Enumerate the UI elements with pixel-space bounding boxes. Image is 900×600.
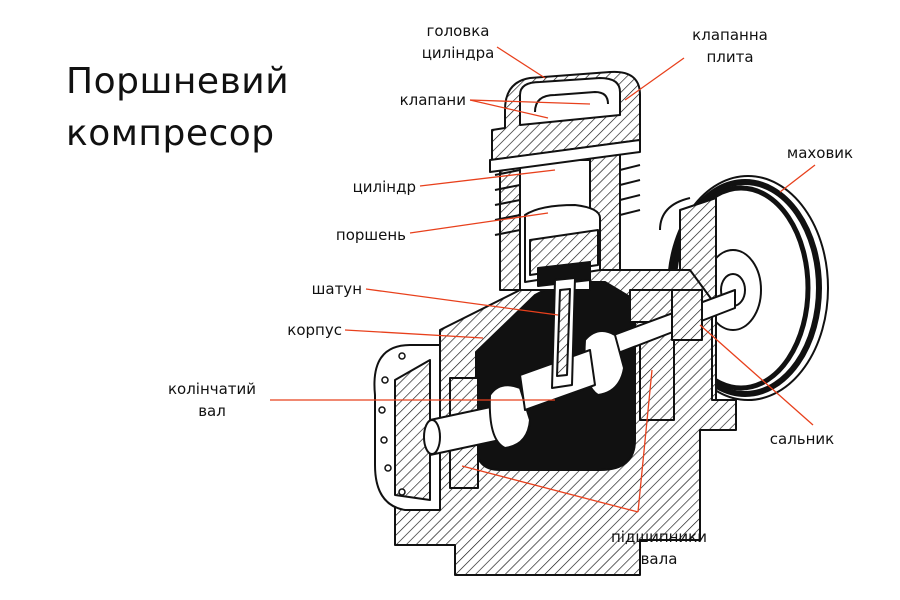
label-flywheel: маховик [786, 144, 854, 162]
leader-rod [365, 288, 559, 316]
housing-part [373, 219, 737, 576]
piston-part [524, 204, 601, 287]
leader-valve-plate [624, 57, 685, 101]
label-crankshaft-line2: вал [198, 402, 226, 420]
label-bearings-line2: вала [640, 550, 678, 568]
label-piston: поршень [335, 226, 406, 244]
connecting-rod-part [551, 277, 576, 389]
cylinder-head-part [489, 70, 641, 173]
leader-lines [270, 46, 816, 513]
diagram-title-line2: компресор [66, 113, 275, 154]
label-seal: сальник [769, 430, 835, 448]
leader-housing [344, 329, 484, 339]
diagram-title-line1: Поршневий [66, 61, 290, 102]
label-bearings-line1: підшипники [611, 528, 707, 546]
label-cylinder-head: головка циліндра [398, 20, 518, 64]
label-valve-plate: клапанна плита [670, 24, 790, 68]
label-bearings: підшипники вала [594, 526, 724, 570]
leader-valves-2 [469, 99, 591, 105]
label-housing: корпус [287, 321, 342, 339]
label-cylinder-head-line2: циліндра [421, 44, 495, 62]
label-crankshaft: колінчатий вал [152, 378, 272, 422]
leader-bearings-2 [637, 369, 653, 513]
label-valve-plate-line2: плита [706, 48, 754, 66]
leader-flywheel [779, 164, 816, 193]
leader-bearings-1 [461, 465, 639, 513]
leader-head [496, 46, 546, 79]
label-valves: клапани [399, 91, 466, 109]
label-valve-plate-line1: клапанна [692, 26, 768, 44]
leader-seal [699, 324, 814, 426]
label-cylinder-head-line1: головка [426, 22, 490, 40]
label-cylinder: циліндр [352, 178, 416, 196]
label-rod: шатун [311, 280, 362, 298]
seal-part [671, 289, 703, 341]
leader-piston [409, 212, 549, 234]
label-crankshaft-line1: колінчатий [167, 380, 257, 398]
leader-cylinder [419, 169, 556, 187]
leader-valves-1 [469, 99, 549, 119]
